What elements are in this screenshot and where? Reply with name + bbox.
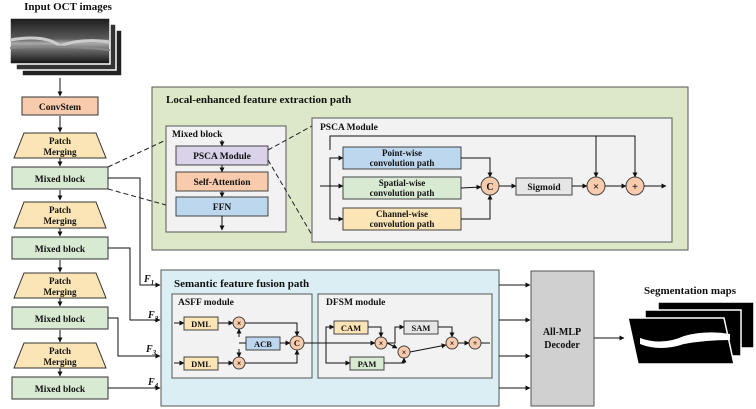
- patch-merging-4-line2: Merging: [44, 357, 77, 367]
- decoder-input-arrows: [499, 282, 625, 391]
- patch-merging-3: [13, 272, 107, 299]
- acb-label: ACB: [254, 339, 272, 349]
- mixed-block-detail-title: Mixed block: [172, 130, 223, 140]
- patch-merging-4-line1: Patch: [49, 346, 71, 356]
- all-mlp-decoder: [530, 270, 595, 407]
- dfsm-multiply-label-2: ×: [402, 348, 407, 357]
- asff-arrows: [174, 320, 318, 366]
- mixed-block-1-label: Mixed block: [35, 175, 86, 185]
- patch-merging-4: [13, 342, 107, 369]
- ffn-label: FFN: [213, 203, 232, 213]
- sigmoid-label: Sigmoid: [527, 183, 561, 193]
- psca-arrows: [320, 135, 667, 222]
- point-wise-line1: Point-wise: [382, 148, 422, 158]
- output-title: Segmentation maps: [644, 285, 737, 297]
- decoder-line1: All-MLP: [543, 327, 581, 338]
- oct-image-stack: [9, 17, 123, 77]
- asff-multiply-label-2: ×: [237, 359, 242, 368]
- semantic-path-title: Semantic feature fusion path: [174, 278, 309, 290]
- dfsm-add-label: +: [473, 339, 478, 348]
- patch-merging-2: [13, 201, 107, 229]
- input-title: Input OCT images: [24, 1, 113, 13]
- zoom-dashed-lines: [107, 125, 313, 236]
- convstem-label: ConvStem: [39, 103, 81, 113]
- feature-label-f1: F1: [143, 274, 154, 287]
- pam-label: PAM: [358, 359, 377, 369]
- feature-label-f3: F3: [145, 344, 157, 357]
- psca-concat-label: C: [486, 182, 493, 193]
- psca-add-label: +: [632, 181, 638, 193]
- mixed-block-2-label: Mixed block: [35, 245, 86, 255]
- patch-merging-3-line2: Merging: [44, 287, 77, 297]
- patch-merging-1: [13, 132, 107, 159]
- sam-label: SAM: [412, 323, 431, 333]
- segmentation-map-stack: [627, 301, 755, 365]
- asff-title: ASFF module: [178, 298, 234, 308]
- mixed-block-3-label: Mixed block: [35, 315, 86, 325]
- feature-label-f4: F4: [147, 377, 159, 390]
- patch-merging-3-line1: Patch: [49, 276, 71, 286]
- mixed-block-4-label: Mixed block: [35, 385, 86, 395]
- patch-merging-2-line1: Patch: [49, 205, 71, 215]
- feature-routing-arrows: [108, 177, 161, 391]
- dfsm-multiply-label-1: ×: [379, 339, 384, 348]
- asff-concat-label: C: [294, 338, 300, 348]
- dml-label-1: DML: [191, 319, 211, 329]
- spatial-wise-line2: convolution path: [370, 188, 435, 198]
- cam-label: CAM: [341, 323, 361, 333]
- psca-multiply-label: ×: [593, 181, 599, 193]
- psca-module-button-label: PSCA Module: [193, 152, 251, 162]
- local-path-title: Local-enhanced feature extraction path: [166, 94, 351, 106]
- dfsm-arrows: [318, 324, 490, 366]
- decoder-line2: Decoder: [544, 340, 580, 351]
- point-wise-line2: convolution path: [370, 158, 435, 168]
- channel-wise-line2: convolution path: [370, 219, 435, 229]
- channel-wise-line1: Channel-wise: [376, 209, 428, 219]
- dfsm-multiply-label-3: ×: [450, 339, 455, 348]
- self-attention-label: Self-Attention: [194, 178, 252, 188]
- patch-merging-1-line2: Merging: [44, 147, 77, 157]
- convstem-box: [21, 96, 99, 116]
- dml-label-2: DML: [191, 359, 211, 369]
- psca-module-detail-title: PSCA Module: [320, 123, 378, 133]
- feature-label-f2: F2: [147, 310, 159, 323]
- asff-multiply-label-1: ×: [237, 319, 242, 328]
- dfsm-title: DFSM module: [326, 298, 385, 308]
- spatial-wise-line1: Spatial-wise: [379, 178, 426, 188]
- patch-merging-1-line1: Patch: [49, 136, 71, 146]
- patch-merging-2-line2: Merging: [44, 216, 77, 226]
